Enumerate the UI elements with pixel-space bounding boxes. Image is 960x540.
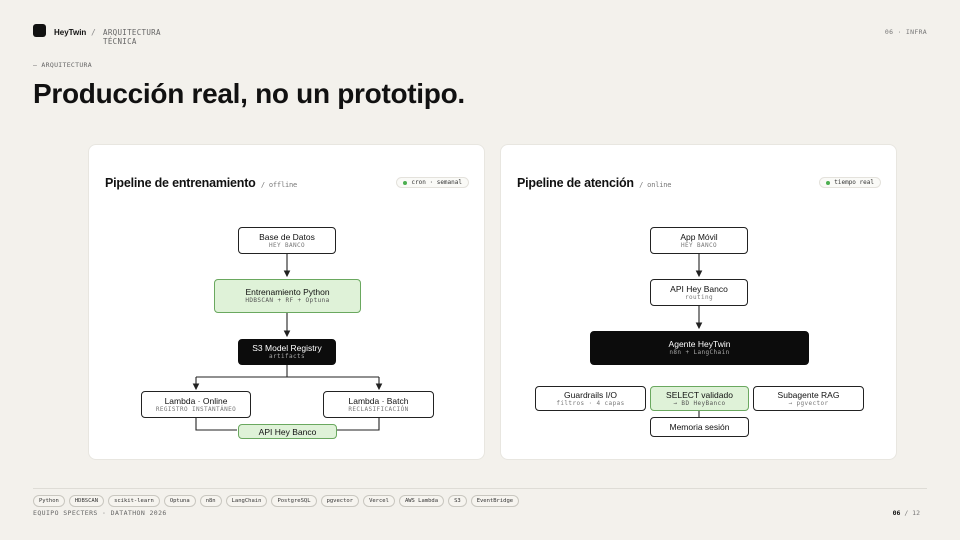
tech-tag: scikit-learn [108,495,160,507]
logo-icon [33,24,46,37]
page-number: 06 / 12 [893,509,920,517]
footer-team: EQUIPO SPECTERS · DATATHON 2026 [33,509,167,517]
node-label: S3 Model Registry [252,343,322,353]
node-subagente-rag: Subagente RAG → pgvector [753,386,864,411]
node-sublabel: artifacts [268,353,306,360]
node-sublabel: HDBSCAN + RF + Optuna [245,297,330,304]
node-base-de-datos: Base de Datos HEY BANCO [238,227,336,254]
node-sublabel: REGISTRO INSTANTÁNEO [155,405,237,413]
node-lambda-batch: Lambda · Batch RECLASIFICACIÓN [323,391,434,418]
page-separator: / [904,509,909,517]
footer-divider [33,488,927,489]
node-label: Lambda · Online [164,395,228,406]
node-label: Lambda · Batch [348,395,409,406]
tech-tag: pgvector [320,495,360,507]
breadcrumb-section: ARQUITECTURA TÉCNICA [103,28,161,46]
node-sublabel: HEY BANCO [680,241,718,249]
attention-pipeline-card: Pipeline de atención / online tiempo rea… [500,144,897,460]
training-subtitle: / offline [260,181,298,189]
node-lambda-online: Lambda · Online REGISTRO INSTANTÁNEO [141,391,251,418]
node-sublabel: RECLASIFICACIÓN [348,405,409,413]
training-pipeline-title: Pipeline de entrenamiento / offline [105,176,297,190]
page-title: Producción real, no un prototipo. [33,78,465,109]
tech-tag: PostgreSQL [271,495,317,507]
node-label: Agente HeyTwin [668,339,731,349]
node-guardrails: Guardrails I/O filtros · 4 capas [535,386,646,411]
node-label: Subagente RAG [777,389,840,400]
node-label: Memoria sesión [669,422,730,432]
node-label: API Hey Banco [258,426,317,437]
node-api-hey-banco: API Hey Banco [238,424,337,439]
page-current: 06 [892,509,901,517]
attention-pipeline-title: Pipeline de atención / online [517,176,671,190]
training-badge: cron · semanal [396,177,469,188]
node-label: App Móvil [680,231,718,242]
node-entrenamiento-python: Entrenamiento Python HDBSCAN + RF + Optu… [214,279,361,313]
tech-tag: LangChain [225,495,268,507]
attention-badge-label: tiempo real [834,179,874,186]
tech-tag: n8n [199,495,222,507]
training-title-text: Pipeline de entrenamiento [105,176,256,190]
status-dot-icon [826,180,831,185]
node-memoria-sesion: Memoria sesión [650,417,749,437]
brand: HeyTwin / ARQUITECTURA TÉCNICA [33,24,160,46]
node-sublabel: → BD HeyBanco [673,399,726,407]
training-badge-label: cron · semanal [411,179,462,186]
node-sublabel: routing [684,293,714,301]
page-total: 12 [912,509,920,517]
brand-name: HeyTwin [54,28,87,37]
attention-subtitle: / online [639,181,672,189]
node-label: Base de Datos [259,231,315,242]
node-agente-heytwin: Agente HeyTwin n8n + LangChain [590,331,809,365]
node-select-validado: SELECT validado → BD HeyBanco [650,386,749,411]
line-batch-api [337,418,380,431]
node-app-movil: App Móvil HEY BANCO [650,227,748,254]
node-label: Entrenamiento Python [245,287,330,297]
tech-tag: Python [33,495,65,507]
tech-tag: AWS Lambda [398,495,445,507]
attention-connectors [695,254,703,417]
tech-tag: Optuna [163,495,196,507]
slide-tag: 06 · INFRA [884,28,927,36]
eyebrow: — ARQUITECTURA [33,61,92,69]
training-pipeline-card: Pipeline de entrenamiento / offline cron… [88,144,485,460]
attention-title-text: Pipeline de atención [517,176,634,190]
breadcrumb-separator: / [91,28,96,37]
node-label: Guardrails I/O [564,389,617,400]
node-sublabel: filtros · 4 capas [556,399,625,407]
node-sublabel: → pgvector [788,399,829,407]
node-sublabel: HEY BANCO [268,241,306,249]
node-sublabel: n8n + LangChain [669,349,730,356]
node-api-hey-banco: API Hey Banco routing [650,279,748,306]
training-connectors [192,254,383,431]
tech-tag: EventBridge [470,495,520,507]
node-label: API Hey Banco [670,283,728,294]
line-online-api [195,418,237,431]
node-label: SELECT validado [666,389,733,400]
tech-tag: HDBSCAN [68,495,105,507]
node-s3-model-registry: S3 Model Registry artifacts [238,339,336,365]
tech-tag: Vercel [363,495,395,507]
tech-tag: S3 [448,495,467,507]
attention-badge: tiempo real [819,177,881,188]
status-dot-icon [403,180,408,185]
